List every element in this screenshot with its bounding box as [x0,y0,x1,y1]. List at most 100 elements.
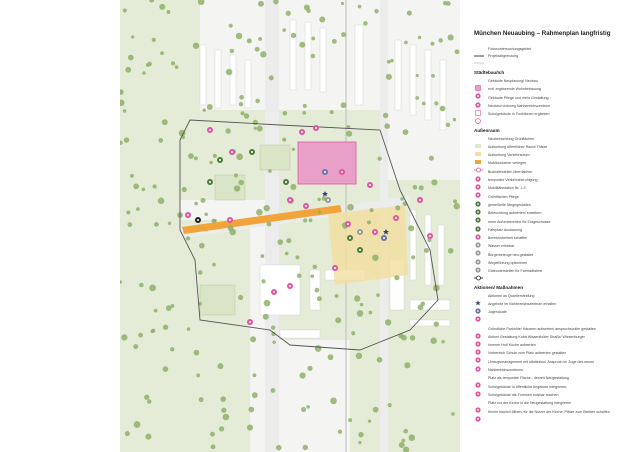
tree [151,328,156,333]
tree [327,354,334,361]
tree [316,296,322,302]
legend-symbol-icon [474,185,484,198]
tree [246,38,252,44]
map-marker-dot [341,171,343,173]
legend-symbol-icon [474,86,484,99]
new-building-center[interactable] [297,141,357,185]
legend-symbol-icon [474,252,484,265]
tree [340,102,347,109]
tree [145,433,152,440]
tree [434,101,439,106]
legend-symbol-icon [474,260,484,273]
building [304,21,312,91]
tree [120,89,124,95]
tree [256,209,263,216]
tree [341,32,347,38]
tree [431,73,435,78]
legend-row-aussenraum: Bereichsfreiheit schaffen [474,235,636,248]
legend-label: Fahrplatz Ausbauung [488,227,522,232]
tree [159,3,166,10]
tree [438,38,443,43]
legend-row-massnahmen: Gründliche Parkhöfe/ Häusern aufwerten/ … [474,326,636,339]
tree [240,111,245,116]
tree [400,197,404,201]
tree [185,236,191,241]
legend-symbol-icon [474,136,484,148]
tree [301,406,307,413]
tree [133,421,141,428]
map-marker-dot [187,214,189,216]
tree [358,440,362,445]
tree [220,396,227,402]
legend-row-massnahmen: Umzugsmanagement mit städtebaul. Anspruc… [474,359,636,372]
tree [428,155,434,161]
tree [136,207,140,212]
legend-symbol-icon [474,350,484,363]
site-map[interactable] [120,0,460,452]
tree [303,218,308,223]
map-marker-dot [273,291,275,293]
tree [439,105,446,112]
tree [120,280,123,284]
tree [421,101,426,106]
action-star-icon[interactable] [383,229,389,235]
tree [250,336,257,343]
tree [154,222,159,227]
tree [248,406,255,413]
legend-label: Umzugsmanagement mit städtebaul. Anspruc… [488,359,595,364]
legend-symbol-icon [474,301,484,314]
project-boundary [179,119,439,351]
legend-row-staedtebau: Gebäude Pflege und mehr Gestaltung [474,95,636,108]
legend-row-massnahmen: Platz als temporäre Fläche - derzeit Neu… [474,375,636,388]
tree [417,304,424,311]
action-star-icon[interactable] [322,191,328,197]
map-marker-dot [209,181,211,183]
tree [403,428,409,434]
tree [133,183,140,190]
legend-section-heading: Aktionen/ Maßnahmen [474,284,524,290]
legend-symbol-icon [474,95,484,108]
building [259,264,301,316]
map-marker-dot [231,151,233,153]
tree [415,96,420,100]
legend-row-aussenraum: Wegeführung optimieren [474,260,636,273]
tree [374,8,379,14]
legend-label: Schulgebäude in Funktionen ergänzen [488,112,550,117]
tree [238,101,244,107]
tree [299,372,306,379]
tree [430,41,435,46]
legend-symbol-icon [474,243,484,256]
tree [239,94,244,100]
legend-symbol-icon [474,400,484,413]
tree [314,345,322,352]
tree [306,405,310,409]
tree [299,41,306,48]
tree [290,183,297,190]
tree [122,109,127,113]
tree [237,294,244,301]
legend-label: Wegeführung optimieren [488,261,528,265]
tree [158,138,164,143]
tree [149,0,155,3]
tree [395,205,401,211]
tree [310,53,316,59]
legend-label: Aufwertung Verkehrsraum [488,153,530,158]
legend-symbol-icon [474,53,484,64]
legend-row-boundary: Fokusuntersuchungsgebiet [474,46,636,57]
tree [347,203,354,211]
legend-row-staedtebau: Schulgebäude in Funktionen ergänzen [474,111,636,124]
building [409,299,451,311]
tree [166,9,171,14]
map-marker-dot [285,181,287,183]
map-marker-dot [289,285,291,287]
tree [302,103,307,109]
building [439,59,447,131]
legend-row-staedtebau: Gebäude Neuplanung/ Neubau [474,78,636,91]
tree [253,126,257,130]
tree [238,179,245,186]
tree [423,247,429,254]
tree [256,125,263,132]
map-marker-dot [301,131,303,133]
tree [346,130,353,137]
tree [286,238,292,244]
